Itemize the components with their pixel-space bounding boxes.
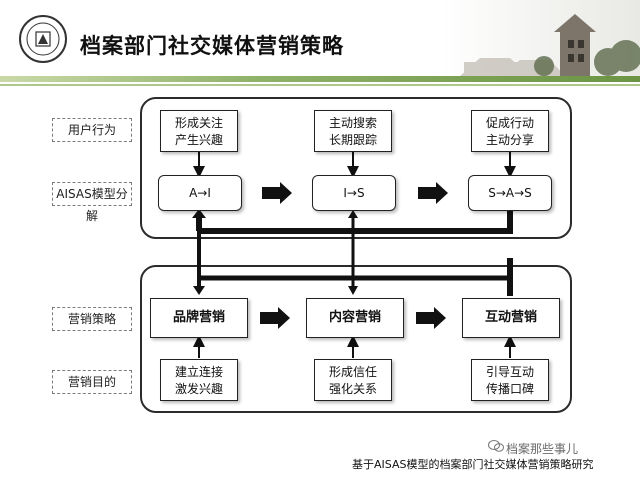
goal-1-line1: 建立连接 (174, 365, 223, 379)
block-arrow-aisas-1 (262, 182, 292, 204)
aisas-box-s-a-s: S→A→S (468, 175, 552, 211)
label-marketing-goal: 营销目的 (52, 370, 132, 394)
page-title: 档案部门社交媒体营销策略 (80, 34, 344, 58)
figure-caption: 基于AISAS模型的档案部门社交媒体营销策略研究 (352, 458, 594, 471)
aisas-box-i-s: I→S (312, 175, 396, 211)
user-behavior-box-1: 形成关注 产生兴趣 (160, 110, 238, 152)
aisas-flow-arrows (262, 182, 448, 204)
user-behavior-2-line2: 长期跟踪 (328, 133, 377, 147)
user-behavior-1-line1: 形成关注 (174, 116, 223, 130)
user-behavior-box-3: 促成行动 主动分享 (471, 110, 549, 152)
block-arrow-strategy-1 (260, 307, 290, 329)
block-arrow-strategy-2 (416, 307, 446, 329)
user-behavior-2-line1: 主动搜索 (328, 116, 377, 130)
header-divider (0, 76, 640, 82)
label-aisas-model: AISAS模型分解 (52, 182, 132, 223)
strategy-box-interactive: 互动营销 (462, 298, 560, 338)
wechat-icon (488, 440, 504, 452)
goal-arrow-connectors (193, 335, 516, 358)
goal-2-line2: 强化关系 (328, 382, 377, 396)
goal-box-1: 建立连接 激发兴趣 (160, 359, 238, 401)
strategy-box-content: 内容营销 (306, 298, 404, 338)
user-behavior-3-line2: 主动分享 (485, 133, 534, 147)
goal-box-2: 形成信任 强化关系 (314, 359, 392, 401)
goal-3-line2: 传播口碑 (485, 382, 534, 396)
header: 档案部门社交媒体营销策略 (0, 0, 640, 88)
wechat-watermark: 档案那些事儿 (506, 442, 579, 456)
goal-3-line1: 引导互动 (485, 365, 534, 379)
user-behavior-box-2: 主动搜索 长期跟踪 (314, 110, 392, 152)
header-divider-thin (0, 84, 640, 86)
user-behavior-1-line2: 产生兴趣 (174, 133, 223, 147)
label-marketing-strategy: 营销策略 (52, 307, 132, 331)
strategy-box-brand: 品牌营销 (150, 298, 248, 338)
label-user-behavior: 用户行为 (52, 118, 132, 142)
block-arrow-aisas-2 (418, 182, 448, 204)
strategy-to-aisas-connector (192, 209, 513, 296)
campus-tower-illustration (440, 0, 640, 76)
strategy-flow-arrows (260, 307, 446, 329)
goal-box-3: 引导互动 传播口碑 (471, 359, 549, 401)
user-behavior-3-line1: 促成行动 (485, 116, 534, 130)
up-arrow-connectors (193, 152, 516, 178)
goal-1-line2: 激发兴趣 (174, 382, 223, 396)
aisas-box-a-i: A→I (158, 175, 242, 211)
goal-2-line1: 形成信任 (328, 365, 377, 379)
university-seal-logo (19, 15, 67, 63)
